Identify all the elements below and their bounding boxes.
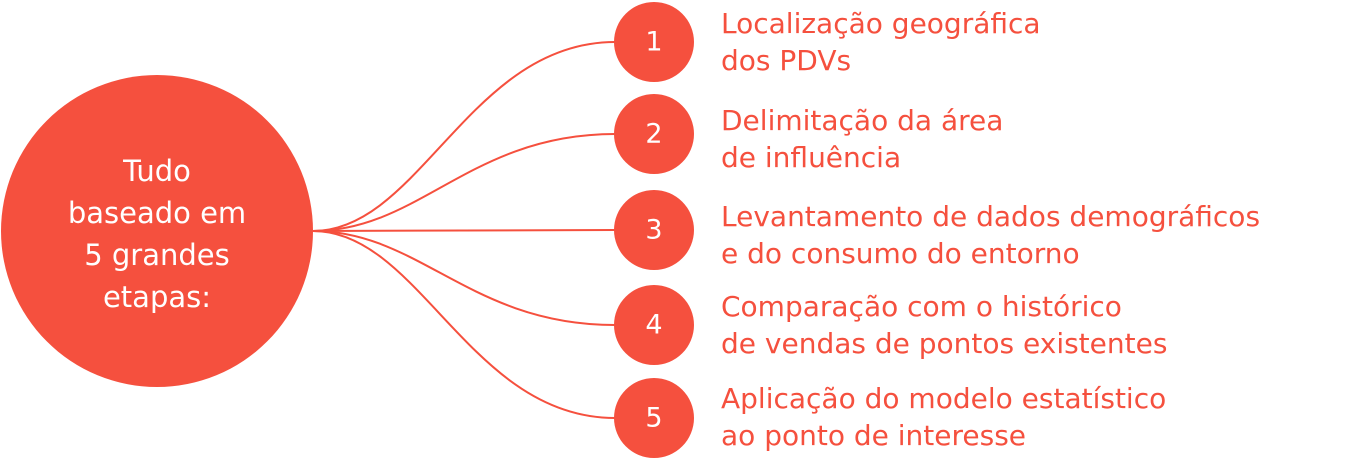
- step-number: 2: [645, 119, 662, 150]
- hub-circle: [1, 75, 313, 387]
- step-label-line-2: dos PDVs: [721, 44, 851, 77]
- step-label-line-2: e do consumo do entorno: [721, 237, 1080, 270]
- hub: Tudo baseado em 5 grandes etapas:: [1, 75, 313, 387]
- step-number: 4: [645, 310, 662, 341]
- hub-line-2: baseado em: [68, 196, 246, 230]
- step-label-line-1: Levantamento de dados demográficos: [721, 200, 1260, 233]
- step-3: 3 Levantamento de dados demográficos e d…: [614, 190, 1260, 270]
- step-label-line-2: de influência: [721, 141, 901, 174]
- hub-line-3: 5 grandes: [84, 238, 230, 272]
- hub-line-4: etapas:: [103, 280, 211, 314]
- step-label-line-1: Aplicação do modelo estatístico: [721, 382, 1166, 415]
- step-1: 1 Localização geográfica dos PDVs: [614, 2, 1041, 82]
- hub-line-1: Tudo: [122, 154, 191, 188]
- step-label-line-2: de vendas de pontos existentes: [721, 327, 1167, 360]
- step-label-line-1: Comparação com o histórico: [721, 290, 1122, 323]
- step-number-badge: [614, 378, 694, 458]
- step-number: 1: [645, 27, 662, 58]
- connectors: [312, 41, 616, 419]
- connector-step-4: [312, 230, 616, 326]
- connector-step-5: [312, 230, 616, 419]
- connector-step-2: [312, 133, 616, 232]
- step-number: 3: [645, 215, 662, 246]
- connector-step-1: [312, 41, 616, 232]
- step-number-badge: [614, 94, 694, 174]
- step-number: 5: [645, 403, 662, 434]
- step-number-badge: [614, 190, 694, 270]
- step-2: 2 Delimitação da área de influência: [614, 94, 1003, 174]
- step-5: 5 Aplicação do modelo estatístico ao pon…: [614, 378, 1166, 458]
- connector-step-3: [312, 229, 616, 232]
- step-number-badge: [614, 2, 694, 82]
- step-number-badge: [614, 285, 694, 365]
- step-label-line-2: ao ponto de interesse: [721, 419, 1026, 452]
- step-4: 4 Comparação com o histórico de vendas d…: [614, 285, 1167, 365]
- step-label-line-1: Localização geográfica: [721, 7, 1041, 40]
- step-label-line-1: Delimitação da área: [721, 104, 1003, 137]
